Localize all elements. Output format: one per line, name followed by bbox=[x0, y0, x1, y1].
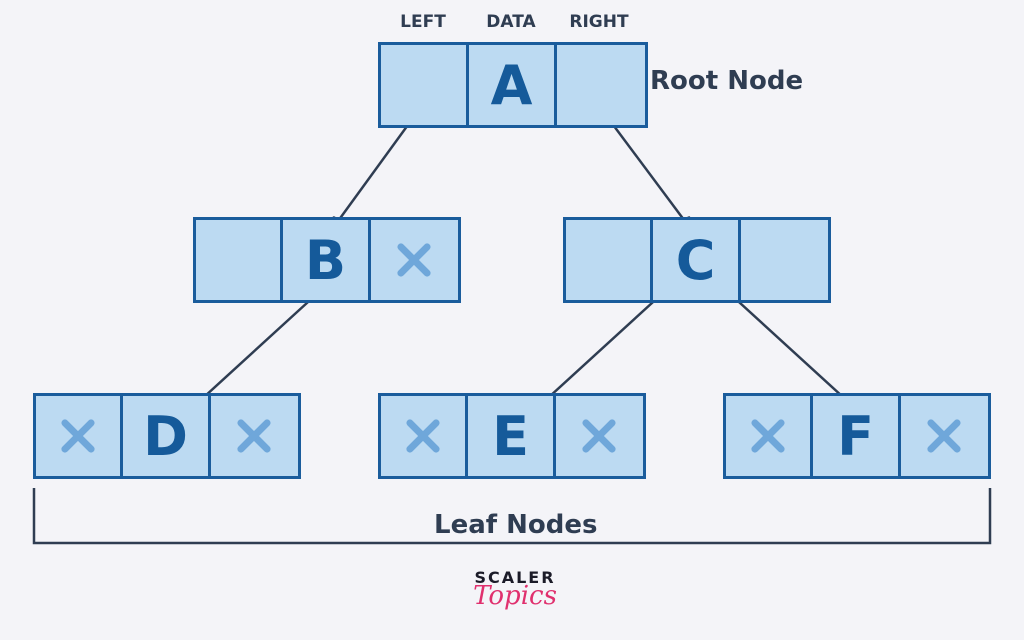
node-e-right bbox=[556, 396, 643, 476]
node-c-data: C bbox=[653, 220, 741, 300]
node-f-right bbox=[901, 396, 988, 476]
edge-a-b bbox=[333, 117, 415, 228]
node-a-data: A bbox=[469, 45, 557, 125]
edge-c-e bbox=[537, 291, 665, 408]
header-right: RIGHT bbox=[569, 12, 629, 32]
null-x-icon bbox=[397, 243, 431, 277]
node-d-right bbox=[211, 396, 298, 476]
node-a-left bbox=[381, 45, 469, 125]
node-c: C bbox=[563, 217, 831, 303]
node-f: F bbox=[723, 393, 991, 479]
node-b: B bbox=[193, 217, 461, 303]
null-x-icon bbox=[406, 419, 440, 453]
header-left: LEFT bbox=[400, 12, 446, 32]
null-x-icon bbox=[237, 419, 271, 453]
brand-top-text: SCALER bbox=[474, 568, 556, 587]
null-x-icon bbox=[927, 419, 961, 453]
edge-c-f bbox=[727, 291, 855, 408]
null-x-icon bbox=[751, 419, 785, 453]
node-b-right bbox=[371, 220, 458, 300]
null-x-icon bbox=[582, 419, 616, 453]
edge-a-c bbox=[606, 117, 690, 228]
node-e-left bbox=[381, 396, 469, 476]
node-a-right bbox=[557, 45, 645, 125]
node-f-data: F bbox=[813, 396, 901, 476]
node-b-data: B bbox=[283, 220, 371, 300]
brand-bottom-text: Topics bbox=[473, 581, 557, 611]
node-e: E bbox=[378, 393, 646, 479]
edge-b-d bbox=[192, 301, 309, 408]
leaf-bracket bbox=[32, 488, 992, 545]
header-data: DATA bbox=[486, 12, 536, 32]
node-d-left bbox=[36, 396, 124, 476]
node-a: A bbox=[378, 42, 648, 128]
node-d: D bbox=[33, 393, 301, 479]
null-x-icon bbox=[61, 419, 95, 453]
node-b-left bbox=[196, 220, 284, 300]
node-c-left bbox=[566, 220, 654, 300]
root-node-label: Root Node bbox=[650, 66, 804, 96]
node-c-right bbox=[741, 220, 828, 300]
node-d-data: D bbox=[123, 396, 211, 476]
node-e-data: E bbox=[468, 396, 556, 476]
leaf-nodes-label: Leaf Nodes bbox=[432, 510, 600, 540]
brand-logo: SCALER Topics bbox=[470, 568, 560, 611]
node-f-left bbox=[726, 396, 814, 476]
